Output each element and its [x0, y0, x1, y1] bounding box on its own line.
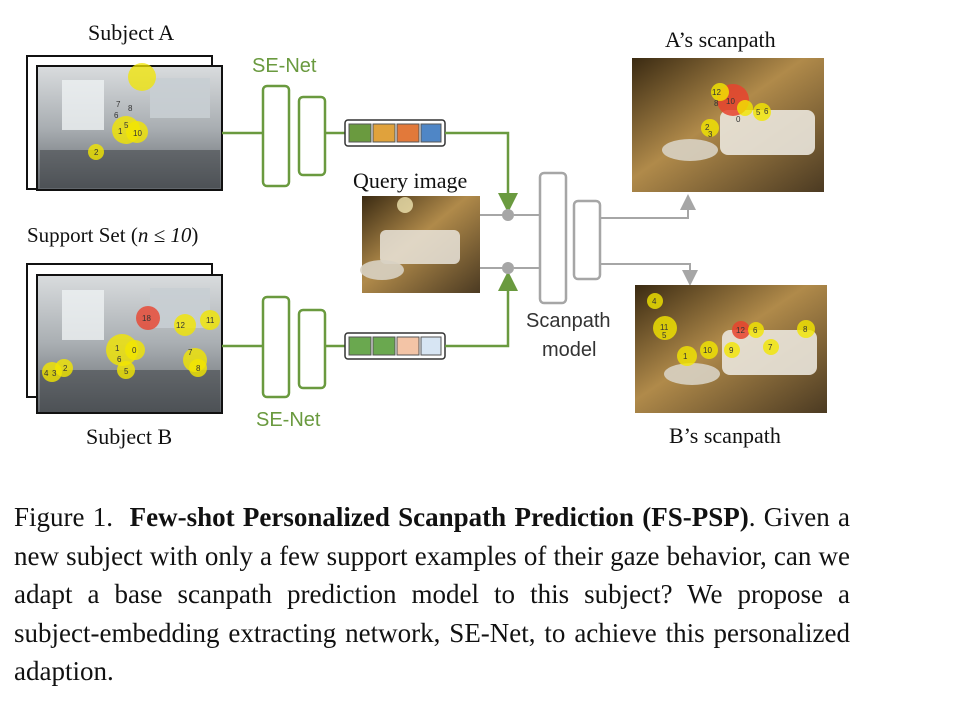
se-net-bottom — [222, 295, 345, 399]
svg-text:11: 11 — [206, 316, 215, 325]
svg-text:2: 2 — [705, 123, 710, 132]
subject-a-support-images: 7 8 6 1 5 10 2 — [26, 55, 223, 191]
query-image-label: Query image — [353, 168, 467, 193]
embed-b-cell — [372, 336, 396, 356]
subject-a-label: Subject A — [88, 20, 174, 45]
svg-text:6: 6 — [117, 355, 122, 364]
se-net-label-top: SE-Net — [252, 55, 317, 77]
scanpath-model — [538, 171, 602, 305]
svg-text:7: 7 — [768, 343, 773, 352]
svg-text:0: 0 — [736, 115, 741, 124]
svg-text:12: 12 — [176, 321, 185, 330]
svg-text:10: 10 — [133, 129, 142, 138]
se-net-top — [222, 84, 345, 188]
embed-a-cell — [420, 123, 442, 143]
svg-text:7: 7 — [188, 348, 193, 357]
embed-b-cell — [396, 336, 420, 356]
b-scanpath-output-image: 4 11 5 12 6 8 7 1 10 9 — [635, 285, 827, 413]
svg-text:11: 11 — [660, 323, 669, 332]
svg-text:5: 5 — [756, 108, 761, 117]
arrow-to-b-output — [600, 263, 698, 286]
fusion-node-top — [502, 209, 514, 221]
svg-text:1: 1 — [683, 352, 688, 361]
svg-text:4: 4 — [44, 369, 49, 378]
svg-text:8: 8 — [803, 325, 808, 334]
svg-text:8: 8 — [196, 364, 201, 373]
subject-b-support-images: 18 12 11 1 0 6 7 4 3 2 5 8 — [26, 263, 223, 414]
a-scanpath-label: A’s scanpath — [665, 27, 776, 52]
svg-text:10: 10 — [726, 97, 735, 106]
svg-text:2: 2 — [63, 364, 68, 373]
scanpath-model-label-line1: Scanpath — [526, 310, 611, 332]
svg-text:6: 6 — [114, 111, 119, 120]
svg-text:1: 1 — [118, 127, 123, 136]
se-net-label-bottom: SE-Net — [256, 409, 321, 431]
svg-text:4: 4 — [652, 297, 657, 306]
svg-text:7: 7 — [116, 100, 121, 109]
method-overview-figure: Subject A Support Set (n ≤ 10) Subject B… — [26, 20, 827, 449]
caption-title: Few-shot Personalized Scanpath Predictio… — [129, 502, 749, 532]
subject-b-label: Subject B — [86, 424, 172, 449]
caption-body: . Given a new subject with only a few su… — [14, 502, 851, 686]
svg-text:9: 9 — [729, 346, 734, 355]
svg-text:10: 10 — [703, 346, 712, 355]
svg-text:6: 6 — [764, 107, 769, 116]
embed-a-cell — [396, 123, 420, 143]
a-scanpath-output-image: 12 8 10 5 6 2 3 0 — [632, 58, 824, 192]
svg-text:12: 12 — [712, 88, 721, 97]
embed-a-cell — [372, 123, 396, 143]
query-image — [360, 196, 480, 293]
svg-text:5: 5 — [124, 367, 129, 376]
subject-a-embedding — [344, 119, 518, 213]
svg-text:12: 12 — [736, 326, 745, 335]
svg-text:8: 8 — [128, 104, 133, 113]
subject-b-embedding — [344, 271, 518, 360]
svg-text:5: 5 — [124, 121, 129, 130]
svg-text:0: 0 — [132, 346, 137, 355]
fusion-node-bottom — [502, 262, 514, 274]
svg-text:8: 8 — [714, 99, 719, 108]
figure-caption: Figure 1. Few-shot Personalized Scanpath… — [14, 498, 850, 691]
b-scanpath-label: B’s scanpath — [669, 423, 781, 448]
arrow-to-a-output — [600, 194, 696, 219]
svg-text:18: 18 — [142, 314, 151, 323]
svg-text:2: 2 — [94, 148, 99, 157]
embed-a-cell — [348, 123, 372, 143]
support-set-label: Support Set (n ≤ 10) — [27, 223, 198, 247]
svg-text:3: 3 — [52, 369, 57, 378]
scanpath-model-label-line2: model — [542, 339, 596, 361]
svg-text:5: 5 — [662, 331, 667, 340]
caption-label: Figure 1. — [14, 502, 114, 532]
svg-text:1: 1 — [115, 344, 120, 353]
svg-text:6: 6 — [753, 326, 758, 335]
embed-b-cell — [348, 336, 372, 356]
svg-text:3: 3 — [708, 130, 713, 139]
embed-b-cell — [420, 336, 442, 356]
